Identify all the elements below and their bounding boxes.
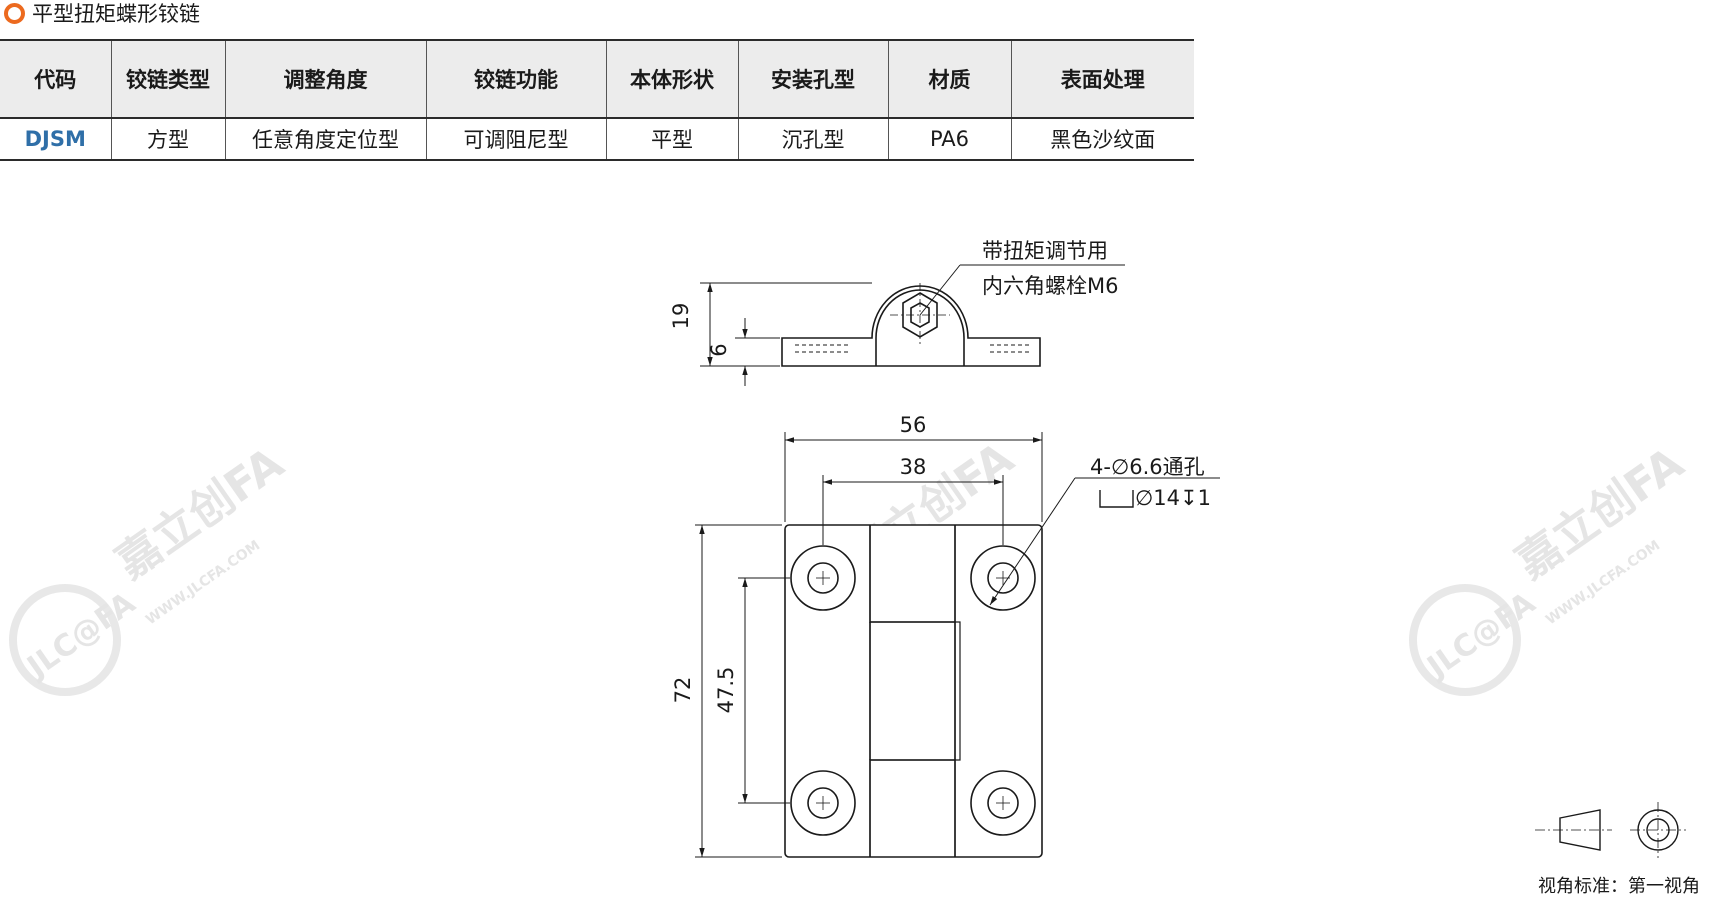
cell-body-shape: 平型	[606, 118, 739, 161]
header-hinge-type: 铰链类型	[111, 39, 226, 119]
dim-total-height: 72	[671, 677, 695, 704]
header-body-shape: 本体形状	[606, 39, 739, 119]
header-code: 代码	[0, 39, 112, 119]
header-hinge-function: 铰链功能	[426, 39, 607, 119]
hole-note-line1: 4-∅6.6通孔	[1090, 455, 1205, 479]
section-title-text: 平型扭矩蝶形铰链	[32, 2, 200, 26]
cell-adjust-angle: 任意角度定位型	[225, 118, 427, 161]
mount-hole-bl	[790, 770, 856, 836]
dim-hole-spacing-y: 47.5	[714, 667, 738, 714]
watermark-right: JLC@FA 嘉立创FA WWW.JLCFA.COM	[1409, 438, 1693, 696]
dim-total-width: 56	[900, 413, 927, 437]
header-material: 材质	[888, 39, 1012, 119]
projection-label: 视角标准：第一视角	[1538, 876, 1700, 897]
spec-table: 代码 铰链类型 调整角度 铰链功能 本体形状 安装孔型 材质 表面处理 DJSM…	[0, 39, 1194, 161]
cell-surface: 黑色沙纹面	[1011, 118, 1194, 161]
cell-hinge-function: 可调阻尼型	[426, 118, 607, 161]
front-view	[695, 432, 1220, 858]
watermark-brand: 嘉立创FA	[107, 438, 293, 589]
header-mount-hole: 安装孔型	[738, 39, 889, 119]
dim-flange-height: 6	[707, 343, 731, 356]
hole-note-line2: ∅14↧1	[1135, 486, 1211, 510]
watermark-left: JLC@FA 嘉立创FA WWW.JLCFA.COM	[9, 438, 293, 696]
callout-bolt-line2: 内六角螺栓M6	[982, 274, 1118, 298]
section-title: 平型扭矩蝶形铰链	[4, 0, 200, 26]
table-header-row: 代码 铰链类型 调整角度 铰链功能 本体形状 安装孔型 材质 表面处理	[0, 39, 1194, 119]
header-surface: 表面处理	[1011, 39, 1194, 119]
mount-hole-tr	[970, 545, 1036, 611]
dim-side-height: 19	[669, 303, 693, 330]
cell-code[interactable]: DJSM	[0, 118, 112, 161]
header-adjust-angle: 调整角度	[225, 39, 427, 119]
cell-hinge-type: 方型	[111, 118, 226, 161]
side-view	[700, 264, 1125, 386]
mount-hole-tl	[790, 545, 856, 611]
watermark-logo: JLC@FA	[1420, 585, 1543, 686]
watermark-logo: JLC@FA	[20, 585, 143, 686]
callout-bolt-line1: 带扭矩调节用	[982, 239, 1108, 263]
table-row: DJSM 方型 任意角度定位型 可调阻尼型 平型 沉孔型 PA6 黑色沙纹面	[0, 118, 1194, 161]
dim-hole-spacing-x: 38	[900, 455, 927, 479]
circle-bullet-icon	[4, 2, 25, 24]
first-angle-projection-icon	[1535, 802, 1686, 858]
cell-mount-hole: 沉孔型	[738, 118, 889, 161]
mount-hole-br	[970, 770, 1036, 836]
cell-material: PA6	[888, 118, 1012, 161]
watermark-brand: 嘉立创FA	[1507, 438, 1693, 589]
